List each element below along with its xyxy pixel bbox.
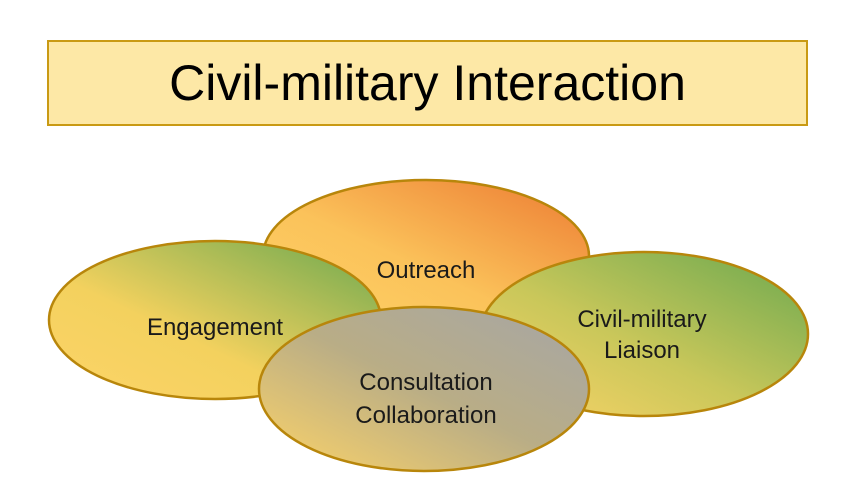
diagram-title: Civil-military Interaction bbox=[169, 55, 686, 111]
outreach-label: Outreach bbox=[377, 257, 476, 284]
consultation-label-line-1: Consultation bbox=[359, 369, 492, 396]
oval-consultation-collaboration: Consultation Collaboration bbox=[257, 305, 591, 473]
title-box: Civil-military Interaction bbox=[47, 40, 808, 126]
liaison-label-line-2: Liaison bbox=[604, 337, 680, 364]
liaison-label-line-1: Civil-military bbox=[577, 306, 706, 333]
consultation-label-line-2: Collaboration bbox=[355, 402, 496, 429]
engagement-label: Engagement bbox=[147, 314, 283, 341]
